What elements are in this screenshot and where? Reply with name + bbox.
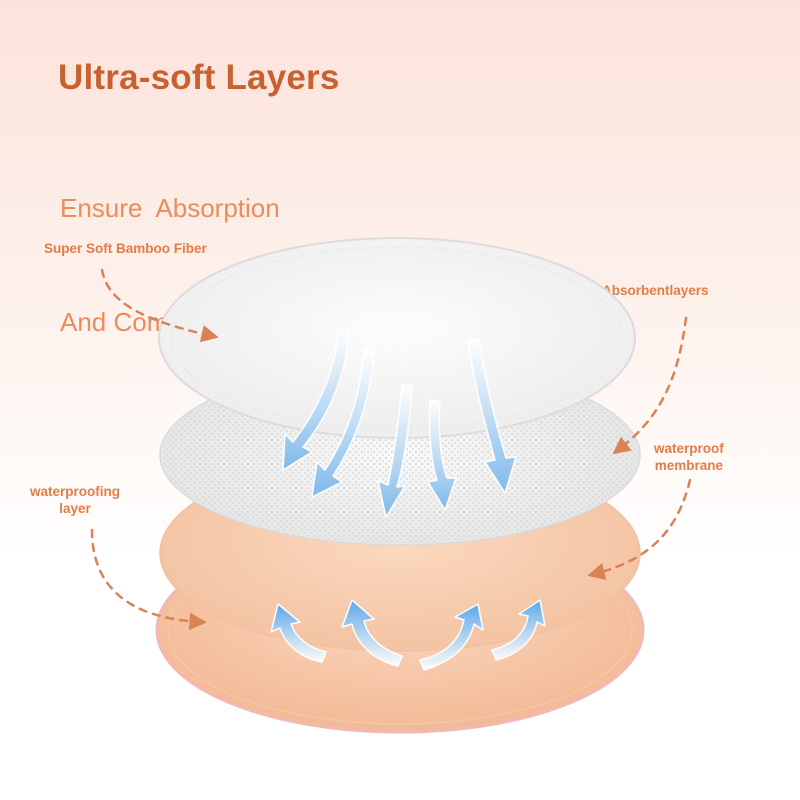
callout-line-waterproofing-layer [90,528,207,631]
label-waterproofing-layer: waterproofing layer [30,483,120,517]
downward-absorption-arrows [282,329,517,518]
up-arrow-icon [419,603,484,671]
label-absorbent-layers: Absorbentlayers [602,283,709,298]
bamboo-fiber-disc [158,237,636,439]
waterproofing-layer-line-1: waterproofing [30,484,120,499]
down-arrow-icon [311,349,375,498]
label-waterproof-membrane: waterproof membrane [654,440,724,474]
subtitle-line-1: Ensure Absorption [60,193,280,223]
callout-line-waterproof-membrane [587,478,692,580]
waterproofing-layer-line-2: layer [59,501,91,516]
up-arrow-icon [341,599,403,667]
up-arrow-icon [491,599,546,661]
down-arrow-icon [427,399,457,511]
callout-line-absorbent-layers [612,316,688,455]
upward-retention-arrows [270,599,546,671]
down-arrow-icon [377,384,413,518]
down-arrow-icon [467,337,517,494]
headline-title: Ultra-soft Layers [58,58,340,97]
waterproof-membrane-line-2: membrane [654,458,724,473]
waterproof-membrane-line-1: waterproof [654,441,724,456]
down-arrow-icon [282,329,350,471]
up-arrow-icon [270,603,327,663]
label-super-soft-bamboo-fiber: Super Soft Bamboo Fiber [44,241,207,256]
callout-line-bamboo-fiber [100,268,219,343]
